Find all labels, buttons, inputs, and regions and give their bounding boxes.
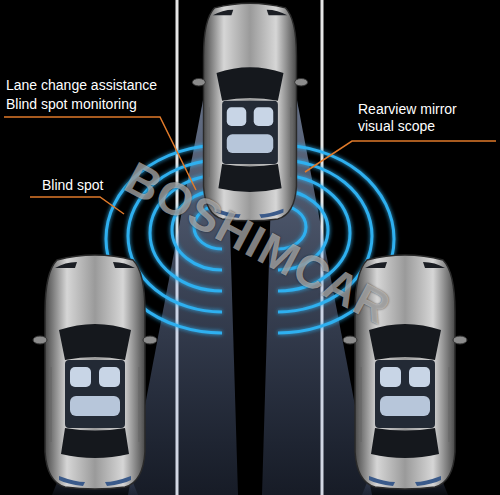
- callout-label: Blind spot monitoring: [6, 96, 137, 113]
- callout-label: Lane change assistance: [6, 77, 157, 94]
- callout-label: Blind spot: [42, 177, 103, 194]
- cars: [33, 3, 467, 489]
- watermark: BOSHIMCAR: [116, 150, 400, 335]
- callout-label: Rearview mirror visual scope: [358, 101, 482, 135]
